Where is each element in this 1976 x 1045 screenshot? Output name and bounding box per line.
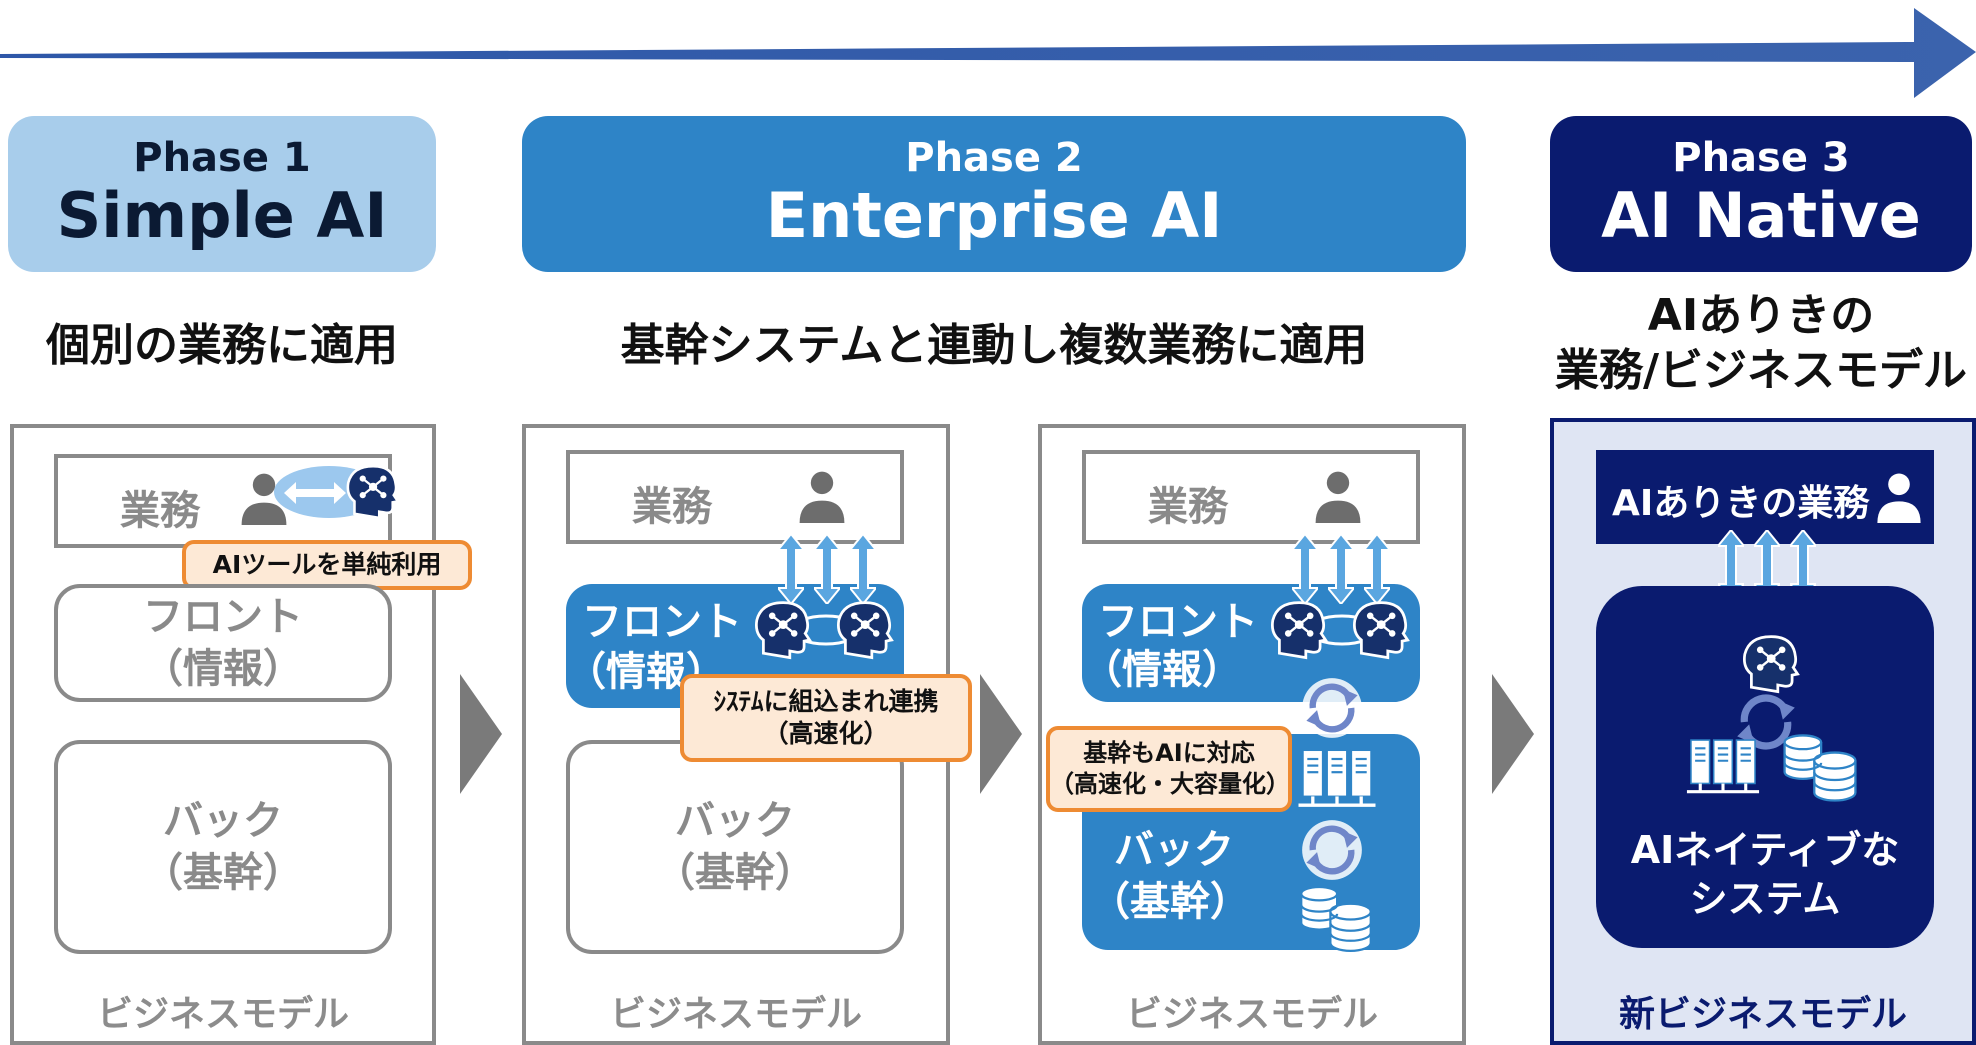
back-label: バック [163, 798, 283, 844]
phase-name: AI Native [1601, 179, 1921, 253]
task-label: AIありきの業務 [1612, 483, 1870, 524]
person-icon [1310, 466, 1366, 524]
front-label: フロント [1098, 599, 1258, 645]
ai-brain-icon [830, 596, 896, 662]
ai-brain-icon [1346, 596, 1412, 662]
phase-number: Phase 1 [133, 135, 311, 182]
phase-1-description: 個別の業務に適用 [46, 319, 398, 371]
front-label: フロント [582, 599, 742, 645]
phase-2-description: 基幹システムと連動し複数業務に適用 [620, 319, 1368, 371]
timeline-arrow [0, 8, 1976, 98]
front-label: フロント [143, 594, 303, 640]
back-sublabel: （基幹） [655, 850, 815, 896]
phase-3-description-line1: AIありきの [1647, 290, 1875, 341]
back-sublabel: （基幹） [143, 850, 303, 896]
phase-3-header: Phase 3 AI Native [1550, 116, 1972, 272]
panel-2-callout: ｼｽﾃﾑに組込まれ連携 （高速化） [680, 674, 972, 762]
panel-3-business-model: ビジネスモデル [1125, 994, 1378, 1035]
phase-number: Phase 2 [905, 135, 1083, 182]
ai-brain-icon [1264, 596, 1330, 662]
callout-line2: （高速化・大容量化） [1050, 770, 1290, 798]
chevron-right-icon [460, 674, 502, 794]
phase-name: Enterprise AI [765, 179, 1223, 253]
front-sublabel: （情報） [1082, 647, 1242, 693]
server-icon [1686, 738, 1760, 800]
panel-4-business-model: 新ビジネスモデル [1618, 994, 1907, 1035]
chevron-right-icon [1492, 674, 1534, 794]
panel-2-task-box: 業務 [566, 450, 904, 544]
phase-2-header: Phase 2 Enterprise AI [522, 116, 1466, 272]
system-label-line2: システム [1689, 877, 1841, 922]
panel-1-back-box: バック （基幹） [54, 740, 392, 954]
panel-2-back-box: バック （基幹） [566, 740, 904, 954]
task-label: 業務 [120, 488, 200, 534]
database-icon [1780, 726, 1860, 802]
task-label: 業務 [1148, 484, 1228, 530]
person-icon [1872, 468, 1926, 524]
front-sublabel: （情報） [143, 646, 303, 692]
panel-1-callout: AIツールを単純利用 [182, 540, 472, 590]
phase-3-description-line2: 業務/ビジネスモデル [1554, 345, 1968, 396]
phase-name: Simple AI [56, 179, 388, 253]
panel-1-business-model: ビジネスモデル [96, 994, 349, 1035]
task-label: 業務 [632, 484, 712, 530]
callout-line2: （高速化） [763, 719, 889, 748]
panel-1-front-box: フロント （情報） [54, 584, 392, 702]
sync-icon [1302, 678, 1362, 738]
chevron-right-icon [980, 674, 1022, 794]
ai-brain-icon [748, 596, 814, 662]
panel-4-task-band: AIありきの業務 [1596, 450, 1934, 544]
panel-3-task-box: 業務 [1082, 450, 1420, 544]
sync-icon [1302, 820, 1362, 880]
panel-4-ai-native-system: AIネイティブな システム [1596, 586, 1934, 948]
server-icon [1298, 748, 1376, 814]
panel-2-business-model: ビジネスモデル [609, 994, 862, 1035]
bidirectional-arrow-icon [284, 482, 346, 504]
callout-line1: 基幹もAIに対応 [1083, 738, 1255, 767]
back-label: バック [1114, 827, 1234, 873]
ai-brain-icon [340, 460, 402, 522]
system-label-line1: AIネイティブな [1630, 828, 1900, 872]
panel-3-callout: 基幹もAIに対応 （高速化・大容量化） [1046, 726, 1292, 812]
panel-1-task-box: 業務 [54, 454, 392, 548]
back-sublabel: （基幹） [1090, 879, 1250, 925]
phase-1-header: Phase 1 Simple AI [8, 116, 436, 272]
database-icon [1296, 878, 1376, 952]
phase-number: Phase 3 [1672, 135, 1850, 182]
callout-line1: ｼｽﾃﾑに組込まれ連携 [713, 686, 939, 716]
back-label: バック [675, 798, 795, 844]
phase-3-description: AIありきの 業務/ビジネスモデル [1550, 288, 1972, 398]
system-label: AIネイティブな システム [1596, 826, 1934, 925]
person-icon [794, 466, 850, 524]
